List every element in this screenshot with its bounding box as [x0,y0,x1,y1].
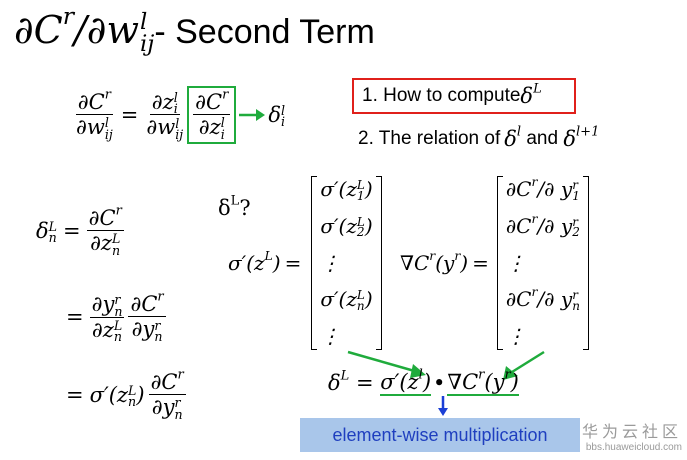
watermark: 华为云社区 bbs.huaweicloud.com [581,422,682,453]
sigma-underlined: σ′(zl) [380,367,432,396]
grad-underlined: ∇Cr(yr) [447,367,519,396]
matrix-row: ⋮ [505,250,526,275]
delta-question: δL? [218,193,251,220]
matrix-row: ⋮ [505,323,526,348]
title-text: - Second Term [154,12,375,51]
elementwise-banner: element-wise multiplication [300,418,580,452]
matrix-row: ⋮ [320,323,341,348]
matrix-row: ⋮ [320,250,341,275]
green-arrow-right-icon [239,108,266,121]
bottom-equation: δL = σ′(zl) • ∇Cr(yr) [328,367,519,396]
list-item-1: 1. How to compute δL [352,78,576,114]
list-item-2: 2. The relation of δl and δl+1 [358,124,600,151]
blue-down-arrow-icon [438,396,448,416]
